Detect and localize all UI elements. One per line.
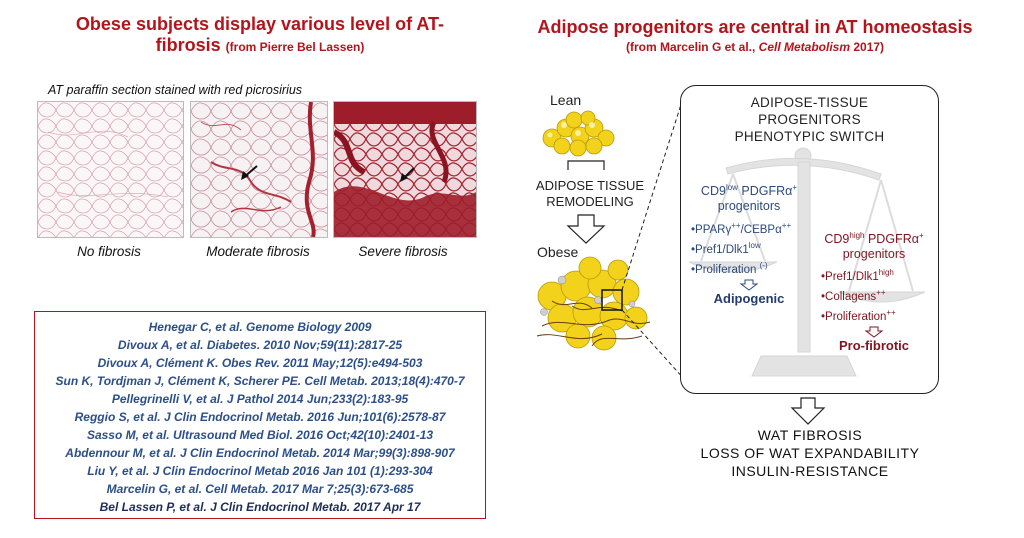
- marker-collagens: •Collagens++: [821, 285, 935, 305]
- right-source-journal: Cell Metabolism: [758, 40, 851, 54]
- marker-ppar-text: •PPARγ: [691, 223, 732, 236]
- profibrotic-arrow-icon: [864, 326, 884, 338]
- profibrotic-result: Pro-fibrotic: [838, 337, 910, 353]
- outcome-line2: LOSS OF WAT EXPANDABILITY: [700, 445, 920, 461]
- right-title: Adipose progenitors are central in AT ho…: [537, 17, 973, 37]
- cd9-sup: low: [725, 183, 738, 192]
- marker-pref1-text: •Pref1/Dlk1: [691, 243, 749, 256]
- lean-label: Lean: [550, 92, 582, 108]
- caption-no-fibrosis: No fibrosis: [77, 244, 141, 259]
- marker-prolif-sup: (-): [759, 260, 768, 270]
- stain-label: AT paraffin section stained with red pic…: [48, 83, 303, 97]
- adipogenic-arrow-icon: [739, 279, 759, 291]
- down-arrow-outcome: [790, 397, 826, 425]
- marker-pref1-text: •Pref1/Dlk1: [821, 270, 879, 283]
- progenitors-text: progenitors: [717, 199, 781, 214]
- outcome-line1: WAT FIBROSIS: [757, 427, 863, 443]
- reference-item: Henegar C, et al. Genome Biology 2009: [148, 320, 372, 334]
- cd9-text: CD9: [700, 184, 726, 199]
- marker-proliferation-pos: •Proliferation++: [821, 305, 935, 325]
- left-title-line1: Obese subjects display various level of …: [75, 14, 445, 34]
- moderate-fibrosis-image: [191, 102, 327, 237]
- switch-title-line2: PROGENITORS: [758, 112, 861, 127]
- outcome-text: WAT FIBROSIS LOSS OF WAT EXPANDABILITY I…: [668, 426, 952, 480]
- reference-item: Abdennour M, et al. J Clin Endocrinol Me…: [65, 446, 455, 460]
- cd9-text: CD9: [824, 232, 850, 247]
- remodeling-line1: ADIPOSE TISSUE: [535, 178, 645, 193]
- left-title-line2: fibrosis: [155, 35, 221, 55]
- adipogenic-result: Adipogenic: [713, 290, 785, 306]
- lean-fat-cluster: [542, 110, 615, 157]
- marker-proliferation-neg: •Proliferation (-): [691, 258, 809, 278]
- switch-title-line1: ADIPOSE-TISSUE: [750, 95, 869, 110]
- pdgfr-text: PDGFRα: [864, 232, 919, 247]
- reference-item: Reggio S, et al. J Clin Endocrinol Metab…: [74, 410, 446, 424]
- left-title: Obese subjects display various level of …: [40, 14, 480, 58]
- marker-ppar: •PPARγ++/CEBPα++: [691, 218, 809, 238]
- switch-title: ADIPOSE-TISSUE PROGENITORS PHENOTYPIC SW…: [681, 94, 938, 145]
- reference-item: Sun K, Tordjman J, Clément K, Scherer PE…: [55, 374, 465, 388]
- marker-prolif-text: •Proliferation: [691, 263, 760, 276]
- remodeling-label: ADIPOSE TISSUE REMODELING: [530, 178, 650, 210]
- balance-scale-icon: [688, 147, 926, 377]
- reference-item: Sasso M, et al. Ultrasound Med Biol. 201…: [86, 428, 434, 442]
- caption-moderate-fibrosis: Moderate fibrosis: [206, 244, 310, 259]
- progenitors-text: progenitors: [842, 247, 906, 262]
- right-title-source: (from Marcelin G et al., Cell Metabolism…: [510, 40, 1000, 54]
- pdgfr-text: PDGFRα: [737, 184, 793, 199]
- obese-label: Obese: [537, 244, 579, 260]
- histology-panel-moderate-fibrosis: [190, 101, 328, 238]
- marker-prolif-text: •Proliferation: [821, 310, 887, 323]
- marker-cebp-sup: ++: [781, 221, 792, 231]
- marker-prolif-sup: ++: [886, 307, 896, 317]
- marker-collagens-text: •Collagens: [821, 290, 877, 303]
- marker-collagens-sup: ++: [876, 287, 886, 297]
- cd9-sup: high: [849, 231, 865, 240]
- outcome-line3: INSULIN-RESISTANCE: [731, 463, 889, 479]
- cd9-low-label: CD9low PDGFRα+ progenitors: [689, 180, 809, 214]
- adipogenic-group: CD9low PDGFRα+ progenitors •PPARγ++/CEBP…: [689, 180, 809, 306]
- reference-item: Divoux A, et al. Diabetes. 2010 Nov;59(1…: [117, 338, 403, 352]
- reference-item: Divoux A, Clément K. Obes Rev. 2011 May;…: [97, 356, 423, 370]
- reference-item: Marcelin G, et al. Cell Metab. 2017 Mar …: [106, 482, 414, 496]
- no-fibrosis-image: [38, 102, 183, 237]
- histology-panel-severe-fibrosis: [333, 101, 477, 238]
- left-title-source: (from Pierre Bel Lassen): [225, 40, 365, 54]
- histology-panel-no-fibrosis: [37, 101, 184, 238]
- right-source-prefix: (from Marcelin G et al.,: [625, 40, 759, 54]
- phenotypic-switch-box: ADIPOSE-TISSUE PROGENITORS PHENOTYPIC SW…: [680, 85, 939, 394]
- marker-pref1-sup: low: [748, 240, 761, 250]
- cd9-high-label: CD9high PDGFRα+ progenitors: [813, 228, 935, 262]
- adipogenic-markers: •PPARγ++/CEBPα++ •Pref1/Dlk1low •Prolife…: [689, 218, 809, 277]
- caption-severe-fibrosis: Severe fibrosis: [358, 244, 448, 259]
- marker-pref1-high: •Pref1/Dlk1high: [821, 265, 935, 285]
- marker-pref1-sup: high: [878, 268, 894, 278]
- references-box: Henegar C, et al. Genome Biology 2009 Di…: [34, 311, 486, 519]
- obese-fat-cluster: [536, 256, 651, 351]
- profibrotic-group: CD9high PDGFRα+ progenitors •Pref1/Dlk1h…: [813, 228, 935, 353]
- reference-item: Pellegrinelli V, et al. J Pathol 2014 Ju…: [111, 392, 409, 406]
- down-arrow-remodeling: [566, 214, 606, 244]
- profibrotic-markers: •Pref1/Dlk1high •Collagens++ •Proliferat…: [813, 265, 935, 324]
- remodeling-line2: REMODELING: [546, 194, 634, 209]
- pdgfr-sup: +: [792, 183, 798, 192]
- reference-item: Bel Lassen P, et al. J Clin Endocrinol M…: [99, 500, 421, 514]
- right-source-suffix: 2017): [850, 40, 885, 54]
- bracket-line: [567, 160, 605, 170]
- marker-pref1-low: •Pref1/Dlk1low: [691, 238, 809, 258]
- marker-cebp-text: /CEBPα: [740, 223, 782, 236]
- reference-item: Liu Y, et al. J Clin Endocrinol Metab 20…: [87, 464, 433, 478]
- severe-fibrosis-image: [334, 102, 476, 237]
- zoom-dashed-lines: [621, 91, 686, 381]
- switch-title-line3: PHENOTYPIC SWITCH: [734, 129, 885, 144]
- marker-ppar-sup: ++: [731, 221, 741, 231]
- pdgfr-sup: +: [918, 231, 924, 240]
